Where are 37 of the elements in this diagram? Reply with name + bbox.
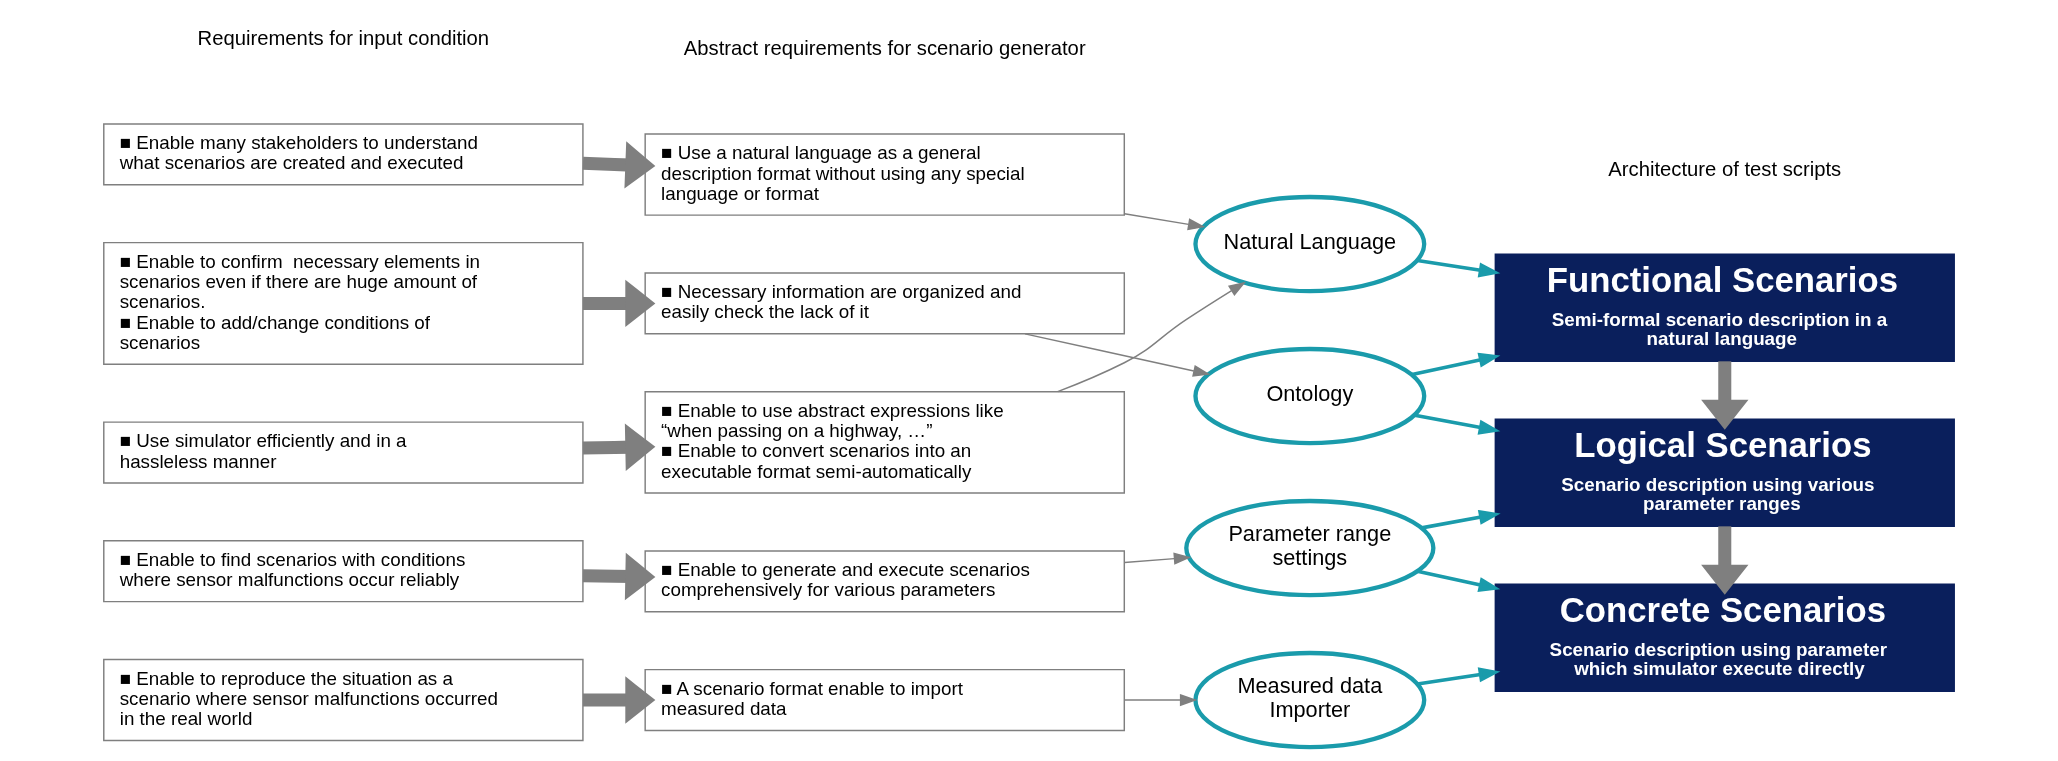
node-box: ■ Enable to find scenarios with conditions where sensor malfunctions occur reliably — [103, 540, 584, 603]
arrow — [582, 279, 656, 328]
arrow — [1056, 281, 1246, 393]
label: Architecture of test scripts — [1608, 157, 1842, 180]
node-box: ■ Necessary information are organized and easily check the lack of it — [644, 272, 1126, 335]
node-box: ■ A scenario format enable to import measured data — [644, 668, 1126, 732]
node-box: ■ Enable to generate and execute scenarios comprehensively for various parameters — [644, 550, 1126, 613]
node-ellipse: Measured data Importer — [1193, 650, 1427, 750]
node-box: ■ Enable to use abstract expressions like “when passing on a highway, …” ■ Enable to convert scenarios into an executable format semi-automatically — [644, 391, 1126, 494]
arrow — [1123, 552, 1192, 565]
arrow — [582, 552, 656, 601]
node-box: ■ Enable to reproduce the situation as a scenario where sensor malfunctions occurred in the real world — [103, 658, 584, 742]
arrow — [1414, 413, 1501, 435]
label: Requirements for input condition — [197, 27, 490, 50]
node-box: Concrete Scenarios Scenario description using parameter which simulator execute directly — [1494, 583, 1955, 693]
node-box: ■ Enable to confirm necessary elements in scenarios even if there are huge amount of scenarios. ■ Enable to add/change conditions of scenarios — [103, 241, 584, 365]
node-box: Logical Scenarios Scenario description using various parameter ranges — [1494, 418, 1955, 528]
node-box: Functional Scenarios Semi-formal scenario description in a natural language — [1494, 253, 1955, 363]
arrow — [1123, 693, 1198, 707]
arrow — [1421, 509, 1501, 530]
arrow — [1024, 333, 1211, 377]
arrow — [1417, 569, 1501, 593]
arrow — [1701, 361, 1749, 430]
arrow — [1701, 526, 1749, 595]
label: Abstract requirements for scenario generator — [683, 37, 1086, 60]
node-ellipse: Parameter range settings — [1184, 498, 1436, 598]
arrow — [1417, 258, 1501, 278]
node-box: ■ Use simulator efficiently and in a hassleless manner — [103, 421, 584, 484]
node-ellipse: Natural Language — [1193, 194, 1427, 294]
arrow — [582, 141, 656, 189]
node-box: ■ Use a natural language as a general description format without using any special language or format — [644, 133, 1126, 216]
arrow — [1417, 667, 1501, 686]
arrow — [582, 423, 656, 471]
arrow — [1411, 352, 1501, 377]
arrow — [1123, 213, 1206, 231]
arrow — [582, 676, 656, 724]
node-box: ■ Enable many stakeholders to understand what scenarios are created and executed — [103, 123, 584, 186]
